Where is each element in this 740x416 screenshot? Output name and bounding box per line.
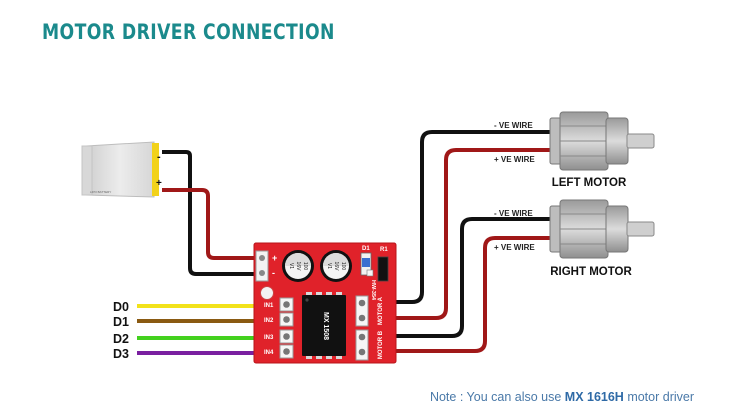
left-motor: LEFT MOTOR - VE WIRE + VE WIRE [494,111,655,189]
battery-brand: LIPO BATTERY [90,190,111,194]
cap-left-line3: V1 [288,263,294,269]
left-motor-positive-wire [393,148,550,320]
right-motor-positive-wire [393,236,550,353]
capacitor-left: 100 16V V1 [282,250,314,282]
battery-negative-wire [162,150,260,276]
cap-left-line2: 16V [295,262,301,272]
resistor-label: R1 [380,247,388,253]
pin-label-in3: IN3 [264,335,274,341]
board-power-minus: - [272,268,275,278]
signal-wires: D0 D1 D2 D3 [113,300,272,361]
note-prefix: Note : You can also use [429,390,565,404]
cap-left-line1: 100 [302,262,308,271]
right-motor-neg-wire-label: - VE WIRE [494,209,533,218]
right-motor-pos-wire-label: + VE WIRE [494,243,535,252]
cap-right-line1: 100 [340,262,346,271]
driver-chip: MX 1508 [302,292,346,359]
pin-label-in4: IN4 [264,350,274,356]
signal-label-d1: D1 [113,315,129,329]
signal-label-d0: D0 [113,300,129,314]
capacitor-right: 100 16V V1 [320,250,352,282]
battery-plus-label: + [156,178,162,189]
cap-right-line3: V1 [326,263,332,269]
motor-a-label: MOTOR A [378,296,384,325]
battery: LIPO BATTERY - + [81,141,162,198]
note-highlight: MX 1616H [564,390,624,404]
output-terminals: MOTOR A MOTOR B [355,295,384,361]
cap-right-line2: 16V [333,262,339,272]
board-power-plus: + [272,253,277,263]
battery-minus-label: - [157,151,161,163]
pin-label-in1: IN1 [264,303,274,309]
battery-positive-wire [162,188,260,260]
right-motor: RIGHT MOTOR - VE WIRE + VE WIRE [494,199,655,278]
note-suffix: motor driver [623,390,694,404]
chip-label: MX 1508 [322,312,329,340]
page-title: MOTOR DRIVER CONNECTION [42,20,335,44]
footer-note: Note : You can also use MX 1616H motor d… [430,390,694,404]
motor-b-label: MOTOR B [378,330,384,359]
resistor [377,256,389,282]
input-pins: IN1 IN2 IN3 IN4 [264,297,294,359]
left-motor-negative-wire [393,130,550,304]
left-motor-neg-wire-label: - VE WIRE [494,121,533,130]
right-motor-label: RIGHT MOTOR [550,266,632,278]
signal-label-d2: D2 [113,332,129,346]
right-motor-negative-wire [393,217,550,338]
motor-driver-board: + - 100 16V V1 100 16V V1 D1 R1 HW-354 [253,242,397,364]
pin-label-in2: IN2 [264,318,274,324]
signal-label-d3: D3 [113,347,129,361]
left-motor-pos-wire-label: + VE WIRE [494,155,535,164]
diode-label: D1 [362,246,370,252]
board-model-label: HW-354 [370,280,376,301]
left-motor-label: LEFT MOTOR [552,177,627,189]
